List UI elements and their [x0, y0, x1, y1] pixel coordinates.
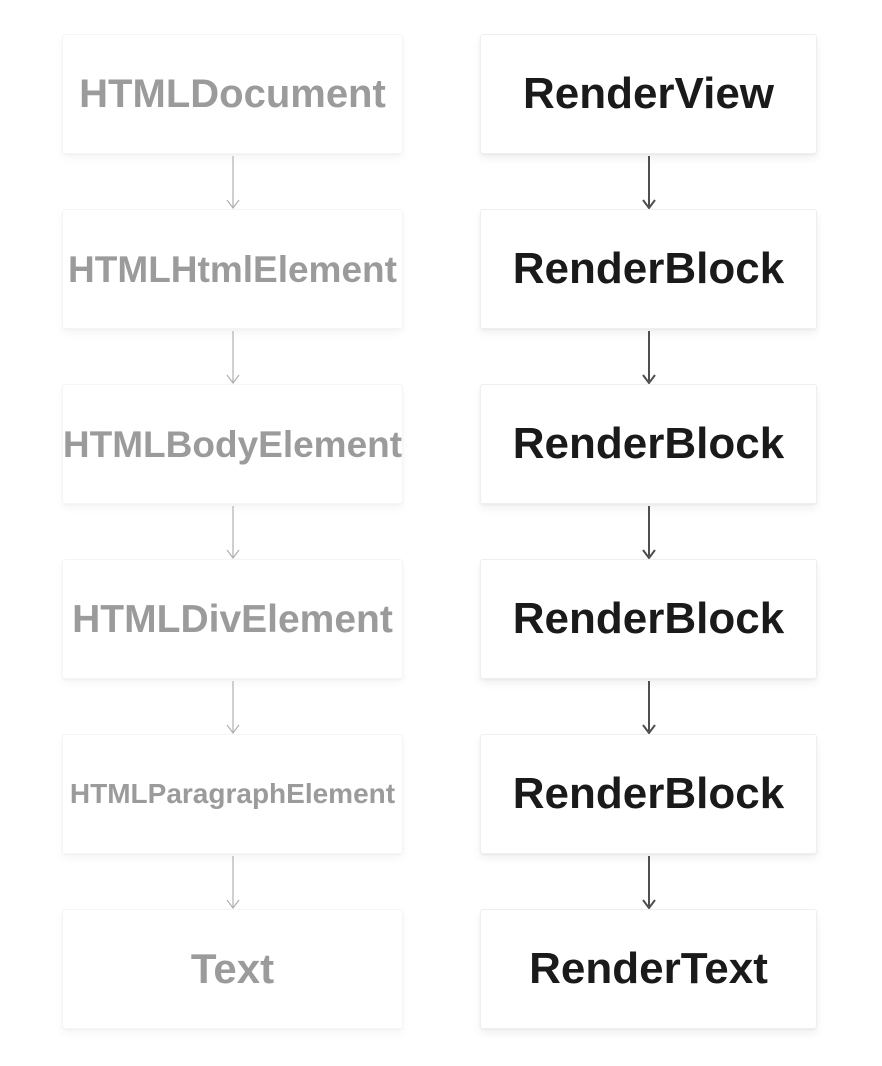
dom-node-htmlhtmlelement: HTMLHtmlElement: [62, 209, 403, 329]
dom-node-label: HTMLHtmlElement: [68, 248, 397, 290]
render-node-renderblock: RenderBlock: [480, 209, 817, 329]
render-node-renderblock: RenderBlock: [480, 384, 817, 504]
dom-node-label: HTMLParagraphElement: [69, 778, 396, 809]
down-arrow-icon: [641, 331, 656, 384]
down-arrow: [480, 679, 817, 734]
dom-node-label: HTMLDocument: [79, 72, 386, 116]
render-tree-column: RenderView RenderBlock RenderBlock: [480, 34, 817, 1029]
render-node-label: RenderView: [522, 69, 775, 118]
down-arrow-icon: [226, 156, 239, 209]
render-node-renderblock: RenderBlock: [480, 734, 817, 854]
dom-node-htmldocument: HTMLDocument: [62, 34, 403, 154]
dom-node-htmldivelement: HTMLDivElement: [62, 559, 403, 679]
dom-node-htmlbodyelement: HTMLBodyElement: [62, 384, 403, 504]
down-arrow: [62, 854, 403, 909]
down-arrow-icon: [226, 681, 239, 734]
down-arrow-icon: [641, 856, 656, 909]
down-arrow-icon: [641, 506, 656, 559]
render-node-label: RenderBlock: [512, 244, 785, 293]
dom-node-label: HTMLBodyElement: [62, 423, 403, 465]
dom-tree-column: HTMLDocument HTMLHtmlElement HTMLBodyEle…: [62, 34, 403, 1029]
render-node-renderview: RenderView: [480, 34, 817, 154]
render-node-label: RenderBlock: [512, 769, 785, 818]
down-arrow: [480, 504, 817, 559]
down-arrow: [62, 504, 403, 559]
render-node-label: RenderBlock: [512, 419, 785, 468]
render-node-rendertext: RenderText: [480, 909, 817, 1029]
down-arrow-icon: [226, 856, 239, 909]
dom-node-text: Text: [62, 909, 403, 1029]
down-arrow-icon: [641, 156, 656, 209]
down-arrow-icon: [226, 331, 239, 384]
down-arrow: [62, 679, 403, 734]
render-node-label: RenderBlock: [512, 594, 785, 643]
render-node-renderblock: RenderBlock: [480, 559, 817, 679]
down-arrow: [480, 854, 817, 909]
down-arrow: [480, 329, 817, 384]
render-node-label: RenderText: [529, 944, 768, 993]
down-arrow: [480, 154, 817, 209]
down-arrow: [62, 329, 403, 384]
down-arrow-icon: [226, 506, 239, 559]
dom-node-label: HTMLDivElement: [72, 597, 393, 641]
down-arrow-icon: [641, 681, 656, 734]
down-arrow: [62, 154, 403, 209]
dom-node-label: Text: [190, 945, 275, 992]
dom-node-htmlparagraphelement: HTMLParagraphElement: [62, 734, 403, 854]
